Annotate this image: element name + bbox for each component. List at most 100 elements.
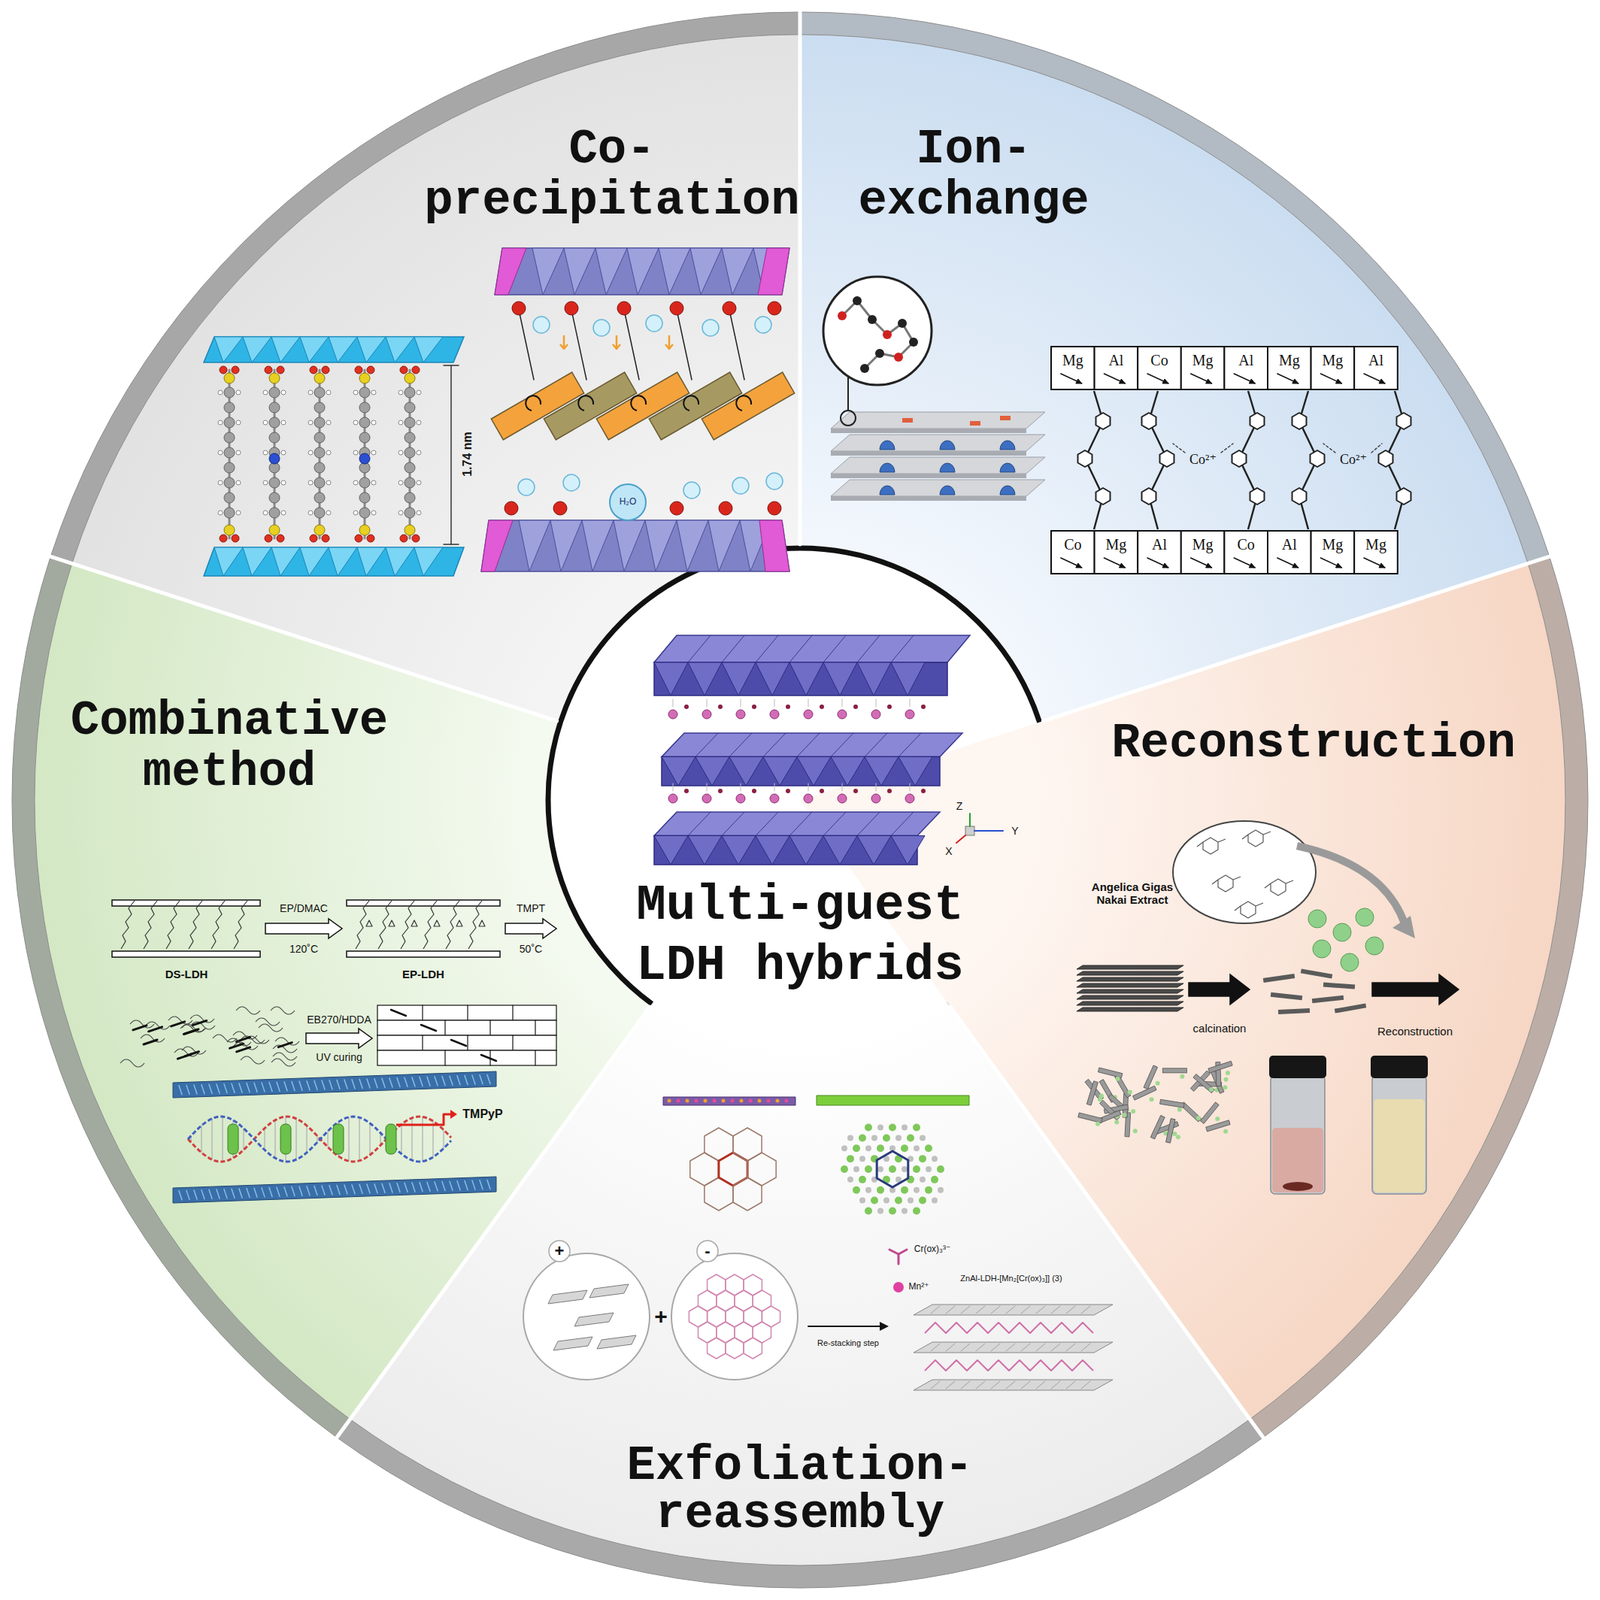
ldh-layer — [1076, 977, 1184, 982]
layer-texture — [201, 1190, 205, 1200]
layer-texture — [1006, 1306, 1016, 1314]
carbon-atom — [359, 492, 370, 504]
ldh-nanosheet — [816, 1095, 970, 1106]
layer-texture — [419, 1077, 423, 1087]
base-pair — [421, 1116, 424, 1161]
manganese-ion — [893, 1281, 904, 1293]
layer-texture — [389, 1183, 393, 1193]
layer-texture — [291, 1186, 295, 1196]
carbon-atom — [359, 507, 370, 519]
lattice-atom — [864, 1124, 873, 1132]
sulfur-atom — [359, 372, 370, 384]
hydrogen-atom — [398, 510, 404, 516]
cell-arrowhead — [1292, 563, 1299, 568]
octahedron — [300, 336, 329, 363]
sector-shape — [799, 12, 1550, 800]
plus-sign: + — [654, 1303, 668, 1331]
carbon-atom — [404, 387, 416, 398]
layer-edge — [830, 496, 1027, 501]
ldh-layer — [1076, 965, 1184, 970]
ldh-layer — [203, 336, 464, 363]
carbon-atom — [314, 462, 325, 473]
cell-arrow — [1363, 557, 1385, 568]
porphyrin-guest — [385, 1124, 397, 1155]
material-label: EP-LDH — [402, 967, 445, 981]
hydrogen-atom — [263, 420, 268, 425]
oxygen-atom — [231, 534, 240, 543]
cell-arrow — [1060, 557, 1082, 568]
layer-texture — [1051, 1381, 1061, 1389]
hydrogen-atom — [218, 510, 223, 516]
layer-texture — [366, 1184, 370, 1194]
layer-texture — [381, 1078, 385, 1088]
octahedron — [550, 520, 582, 572]
dimension-line — [450, 365, 452, 545]
octahedron-edge — [721, 812, 745, 837]
hydrogen-atom — [308, 450, 313, 455]
lattice-atom — [912, 1206, 921, 1215]
sulfur-atom — [359, 524, 370, 536]
label-holder: Y — [1011, 824, 1019, 837]
guest-mark — [969, 421, 981, 426]
layer-texture — [336, 1079, 340, 1089]
section-heading: Ion- exchange — [842, 124, 1106, 227]
ldh-layer — [1076, 971, 1184, 976]
carbon-atom — [269, 402, 280, 413]
octahedron — [676, 520, 709, 572]
metal-symbol: Mg — [1321, 351, 1343, 370]
layer-texture — [442, 1076, 446, 1086]
carbon-atom — [404, 477, 416, 488]
dimension-tick — [443, 364, 459, 367]
hydrogen-atom — [371, 390, 376, 395]
layer-texture — [261, 1082, 265, 1092]
octahedron-edge — [823, 812, 846, 837]
layer-texture — [276, 1081, 280, 1091]
layer-texture — [329, 1185, 333, 1195]
ion-label: Cr(ox)₃³⁻ — [914, 1244, 952, 1255]
section-heading: Exfoliation- reassembly — [619, 1442, 981, 1539]
axis-cube — [965, 826, 975, 836]
octahedron-face — [763, 757, 797, 787]
layer-texture — [412, 1077, 416, 1087]
lattice-atom — [858, 1133, 867, 1142]
cell-arrowhead — [1075, 563, 1082, 568]
layer-texture — [239, 1188, 243, 1198]
layer-texture — [284, 1187, 288, 1197]
metal-symbol: Co — [1237, 536, 1255, 554]
metal-cell — [1094, 530, 1139, 574]
sector-divider — [798, 10, 803, 545]
water-oxygen — [751, 704, 757, 710]
layer-texture — [1051, 1343, 1061, 1352]
layer-texture — [209, 1189, 213, 1199]
carbon-atom — [269, 387, 280, 398]
layer-texture — [930, 1381, 940, 1389]
layer-texture — [464, 1180, 468, 1190]
metal-cell — [1354, 346, 1398, 390]
oxygen-atom — [412, 534, 420, 543]
layer-texture — [178, 1085, 182, 1095]
cell-arrow — [1147, 557, 1169, 568]
layer-texture — [314, 1080, 318, 1090]
carbon-atom — [359, 432, 370, 443]
layer-texture — [960, 1306, 970, 1314]
octahedron-face — [661, 757, 696, 787]
complex-icon — [897, 1254, 900, 1264]
method-sector: Reconstruction — [800, 556, 1588, 1438]
cell-arrow — [1320, 373, 1342, 384]
lattice-atom — [841, 1145, 848, 1152]
charge-badge — [696, 1240, 719, 1262]
layer-texture — [975, 1306, 985, 1314]
octahedron — [708, 520, 740, 572]
label-holder: Co²⁺ — [1339, 451, 1367, 468]
layer-texture — [269, 1082, 273, 1092]
metal-symbol: Mg — [1365, 536, 1387, 554]
water-molecule — [645, 315, 663, 332]
method-sector: Combinative method — [12, 556, 800, 1438]
layer-texture — [487, 1074, 491, 1084]
octahedron-edge — [857, 812, 880, 837]
water-oxygen — [819, 704, 825, 710]
layer-texture — [472, 1180, 476, 1190]
layer-texture — [990, 1343, 1000, 1352]
octahedron-face — [687, 836, 722, 866]
axis-label: Z — [956, 800, 964, 813]
